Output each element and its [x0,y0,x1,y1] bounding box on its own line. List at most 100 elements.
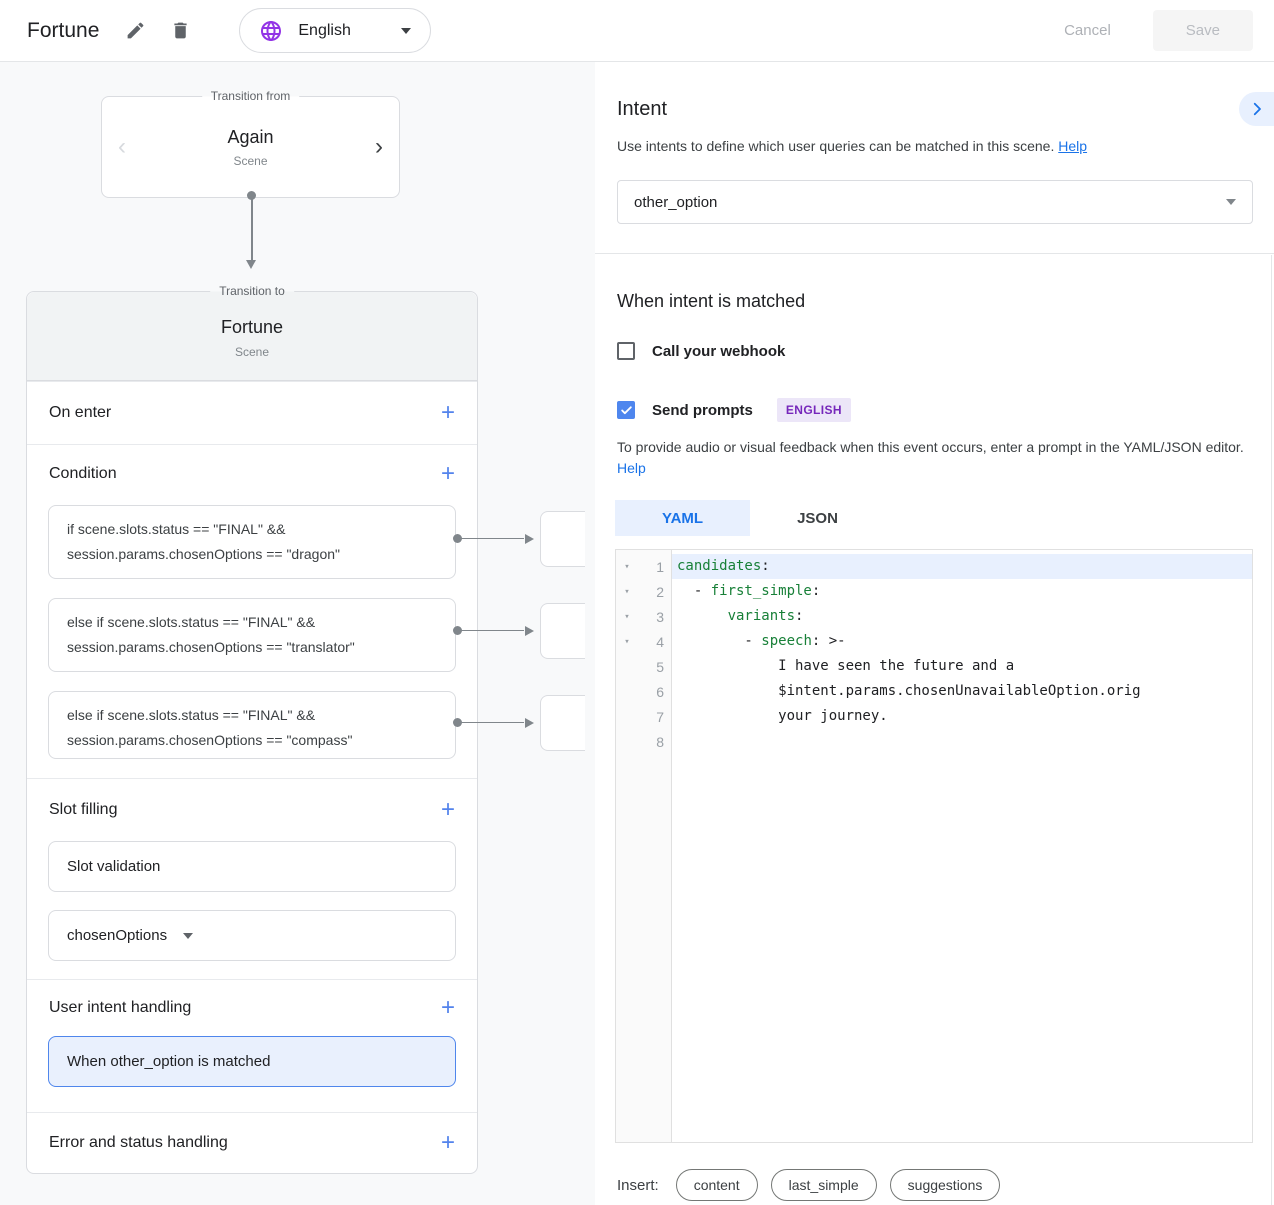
editor-tabs: YAML JSON [615,500,1274,536]
code-line: I have seen the future and a [677,658,1015,674]
scene-title: Fortune [27,18,100,42]
insert-suggestions-chip[interactable]: suggestions [889,1169,1001,1201]
to-scene-type: Scene [234,345,270,359]
error-handling-title: Error and status handling [49,1134,228,1151]
intent-detail-panel: Intent Use intents to define which user … [595,62,1274,1205]
slot-filling-title: Slot filling [49,801,118,818]
slot-validation-item[interactable]: Slot validation [48,841,456,892]
slot-validation-label: Slot validation [67,858,161,875]
language-label: English [298,21,351,39]
insert-toolbar: Insert: content last_simple suggestions [617,1169,1252,1201]
add-on-enter-icon[interactable]: + [440,399,455,426]
caret-down-icon [1226,199,1236,205]
condition-target-scene-card[interactable] [540,603,585,659]
panel-edge-divider [1271,255,1272,1205]
line-number: 3 [656,608,664,625]
condition-line: session.params.chosenOptions == "compass… [67,732,353,748]
intent-handler-item-selected[interactable]: When other_option is matched [48,1036,456,1087]
condition-item-translator[interactable]: else if scene.slots.status == "FINAL" &&… [48,598,456,672]
add-condition-icon[interactable]: + [440,460,455,487]
add-intent-handler-icon[interactable]: + [440,994,455,1021]
condition-target-scene-card[interactable] [540,511,585,567]
condition-section: Condition + if scene.slots.status == "FI… [27,444,477,759]
tab-yaml[interactable]: YAML [615,500,750,536]
transition-to-card: Transition to Fortune Scene On enter + C… [26,284,478,1174]
globe-icon [259,19,283,43]
prompt-help-link[interactable]: Help [617,460,646,476]
tab-json[interactable]: JSON [797,509,838,527]
slot-filling-section: Slot filling + Slot validation chosenOpt… [27,778,477,961]
code-line: - first_simple: [677,583,821,599]
to-scene-name: Fortune [220,317,284,337]
error-handling-section: Error and status handling + [27,1112,477,1173]
add-slot-icon[interactable]: + [440,796,455,823]
scene-graph-panel: Transition from ‹ Again Scene › Transiti… [0,62,595,1205]
condition-title: Condition [49,465,117,482]
insert-last-simple-chip[interactable]: last_simple [770,1169,877,1201]
code-line: - speech: >- [677,633,846,649]
previous-scene-chevron-icon[interactable]: ‹ [118,133,126,160]
code-line: variants: [727,608,804,624]
condition-target-scene-card[interactable] [540,695,585,751]
condition-line: if scene.slots.status == "FINAL" && [67,521,286,537]
code-line: $intent.params.chosenUnavailableOption.o… [677,683,1141,699]
collapse-panel-button[interactable] [1239,92,1274,126]
cancel-button[interactable]: Cancel [1046,12,1129,49]
condition-line: session.params.chosenOptions == "transla… [67,639,355,655]
trash-icon [170,20,191,41]
webhook-checkbox[interactable] [617,342,635,360]
fold-icon[interactable]: ▾ [624,561,630,572]
webhook-checkbox-row: Call your webhook [617,342,1252,360]
condition-connector-arrow [453,717,534,728]
add-error-handler-icon[interactable]: + [440,1129,455,1156]
save-button[interactable]: Save [1152,10,1253,51]
condition-item-compass[interactable]: else if scene.slots.status == "FINAL" &&… [48,691,456,759]
insert-content-chip[interactable]: content [675,1169,758,1201]
condition-line: else if scene.slots.status == "FINAL" && [67,614,316,630]
condition-connector-arrow [453,625,534,636]
language-badge: ENGLISH [776,398,851,422]
editor-gutter: ▾1 ▾2 ▾3 ▾4 5 6 7 8 [616,550,672,1142]
line-number: 2 [656,583,664,600]
language-selector[interactable]: English [239,8,432,53]
yaml-code-editor[interactable]: ▾1 ▾2 ▾3 ▾4 5 6 7 8 candidates: - first_… [615,549,1253,1143]
condition-line: session.params.chosenOptions == "dragon" [67,546,340,562]
line-number: 4 [656,633,664,650]
transition-from-label: Transition from [201,89,300,104]
panel-description-text: Use intents to define which user queries… [617,138,1055,154]
line-number: 8 [656,733,664,750]
edit-scene-button[interactable] [125,20,146,41]
intent-select[interactable]: other_option [617,180,1253,224]
send-prompts-checkbox-row: Send prompts ENGLISH [617,398,1252,422]
code-line: your journey. [677,708,888,724]
pencil-icon [125,20,146,41]
panel-description: Use intents to define which user queries… [617,138,1252,154]
intent-select-value: other_option [634,193,718,211]
fold-icon[interactable]: ▾ [624,611,630,622]
webhook-label: Call your webhook [652,342,786,360]
prompt-hint: To provide audio or visual feedback when… [617,437,1247,479]
delete-scene-button[interactable] [170,20,191,41]
prompt-hint-text: To provide audio or visual feedback when… [617,439,1244,455]
intents-help-link[interactable]: Help [1058,138,1088,154]
insert-label: Insert: [617,1176,659,1194]
send-prompts-label: Send prompts [652,401,753,419]
slot-param-item[interactable]: chosenOptions [48,910,456,961]
from-scene-name[interactable]: Again [227,126,274,147]
condition-item-dragon[interactable]: if scene.slots.status == "FINAL" && sess… [48,505,456,579]
next-scene-chevron-icon[interactable]: › [375,133,383,160]
intent-handler-label: When other_option is matched [67,1053,271,1070]
line-number: 6 [656,683,664,700]
slot-param-label: chosenOptions [67,927,168,944]
scene-header: Fortune Scene [27,292,477,381]
line-number: 5 [656,658,664,675]
top-bar: Fortune English Cancel Save [0,0,1274,62]
fold-icon[interactable]: ▾ [624,636,630,647]
editor-code-area[interactable]: candidates: - first_simple: variants: - … [672,550,1252,1142]
send-prompts-checkbox[interactable] [617,401,635,419]
line-number: 7 [656,708,664,725]
user-intent-title: User intent handling [49,999,192,1016]
panel-title: Intent [617,98,668,120]
section-divider [595,253,1274,254]
fold-icon[interactable]: ▾ [624,586,630,597]
